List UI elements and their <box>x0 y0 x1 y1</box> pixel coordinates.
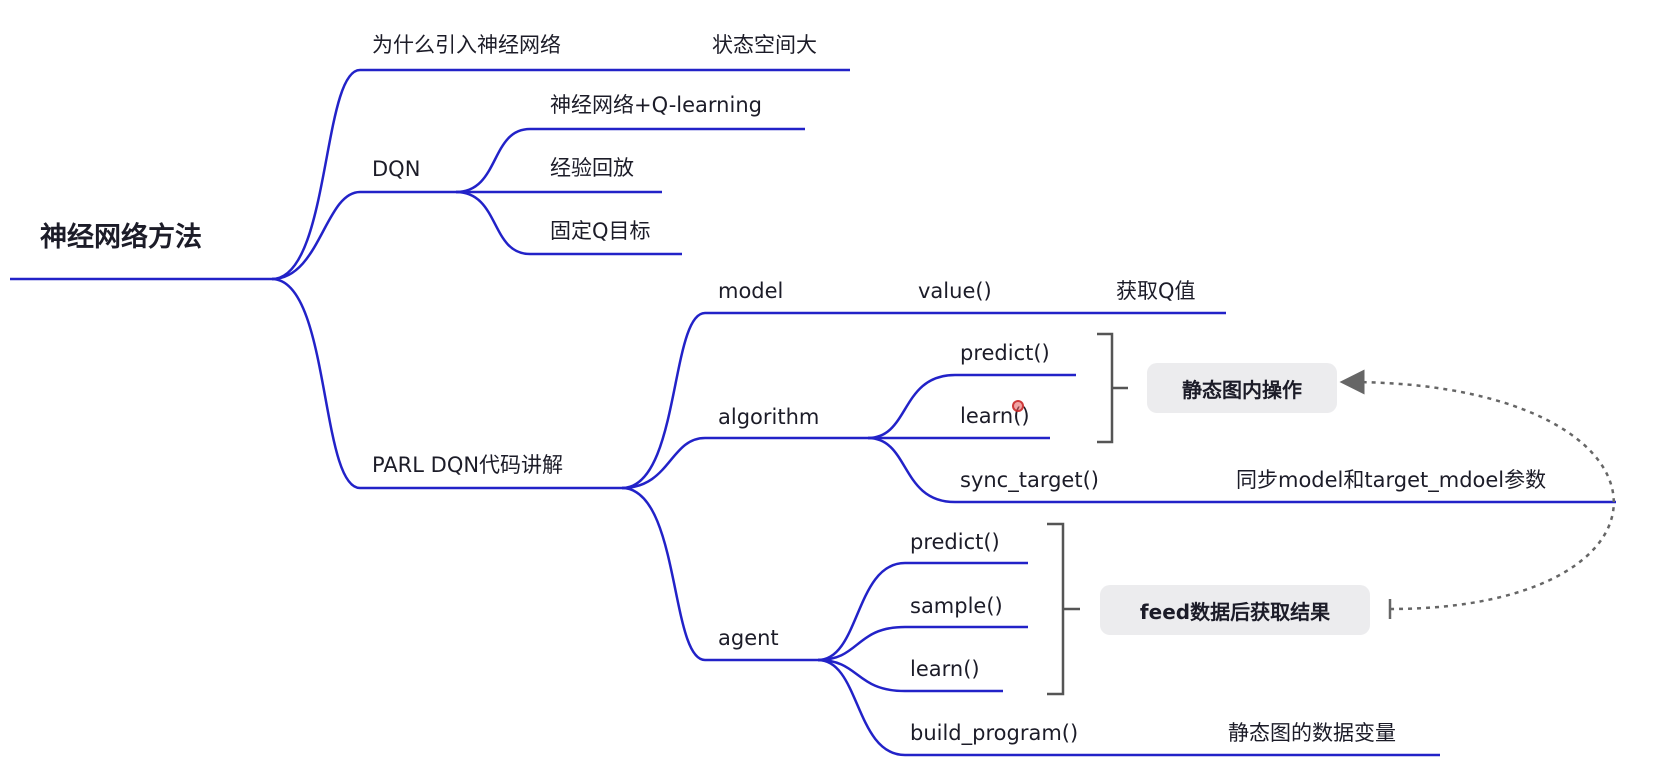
edge-algorithm <box>621 436 868 490</box>
edge-dqn-3 <box>455 190 682 256</box>
edge-why <box>271 68 850 281</box>
topic-agent-build-note: 静态图的数据变量 <box>1228 721 1396 745</box>
topic-agent-build: build_program() <box>910 721 1079 745</box>
topic-why-neural-network: 为什么引入神经网络 <box>372 33 561 57</box>
topic-why-note: 状态空间大 <box>712 33 817 57</box>
topic-dqn-child-3: 固定Q目标 <box>550 219 651 243</box>
topic-model-note: 获取Q值 <box>1116 279 1196 303</box>
edge-agent <box>621 486 818 662</box>
callout-feed: feed数据后获取结果 <box>1100 585 1370 635</box>
edge-model <box>621 311 1226 490</box>
topic-algorithm-sync: sync_target() <box>960 468 1099 492</box>
edge-agent-build <box>817 658 1440 757</box>
topic-dqn-child-1: 神经网络+Q-learning <box>550 93 762 117</box>
topic-dqn-child-2: 经验回放 <box>550 156 634 180</box>
root-topic: 神经网络方法 <box>40 222 202 253</box>
topic-agent-predict: predict() <box>910 530 1000 554</box>
dashed-relation <box>1339 369 1615 611</box>
topic-model: model <box>718 279 784 303</box>
topic-agent: agent <box>718 626 779 650</box>
edge-dqn-1 <box>455 127 805 194</box>
topic-algorithm-predict: predict() <box>960 341 1050 365</box>
edge-agent-learn <box>817 658 1003 693</box>
edge-alg-sync <box>867 436 1616 504</box>
edge-dqn <box>271 190 456 281</box>
topic-algorithm: algorithm <box>718 405 820 429</box>
edge-alg-predict <box>867 373 1076 440</box>
topic-model-method: value() <box>918 279 992 303</box>
cursor-indicator <box>1012 400 1024 412</box>
topic-dqn: DQN <box>372 157 421 181</box>
bracket-algorithm <box>1097 332 1128 444</box>
callout-static-graph: 静态图内操作 <box>1147 363 1337 413</box>
edge-agent-predict <box>817 561 1028 662</box>
topic-agent-sample: sample() <box>910 594 1003 618</box>
topic-parl-dqn: PARL DQN代码讲解 <box>372 453 564 477</box>
topic-agent-learn: learn() <box>910 657 980 681</box>
topic-algorithm-sync-note: 同步model和target_mdoel参数 <box>1236 468 1547 492</box>
bracket-agent <box>1047 522 1080 696</box>
edge-agent-sample <box>817 625 1028 662</box>
edge-parl <box>271 277 622 490</box>
